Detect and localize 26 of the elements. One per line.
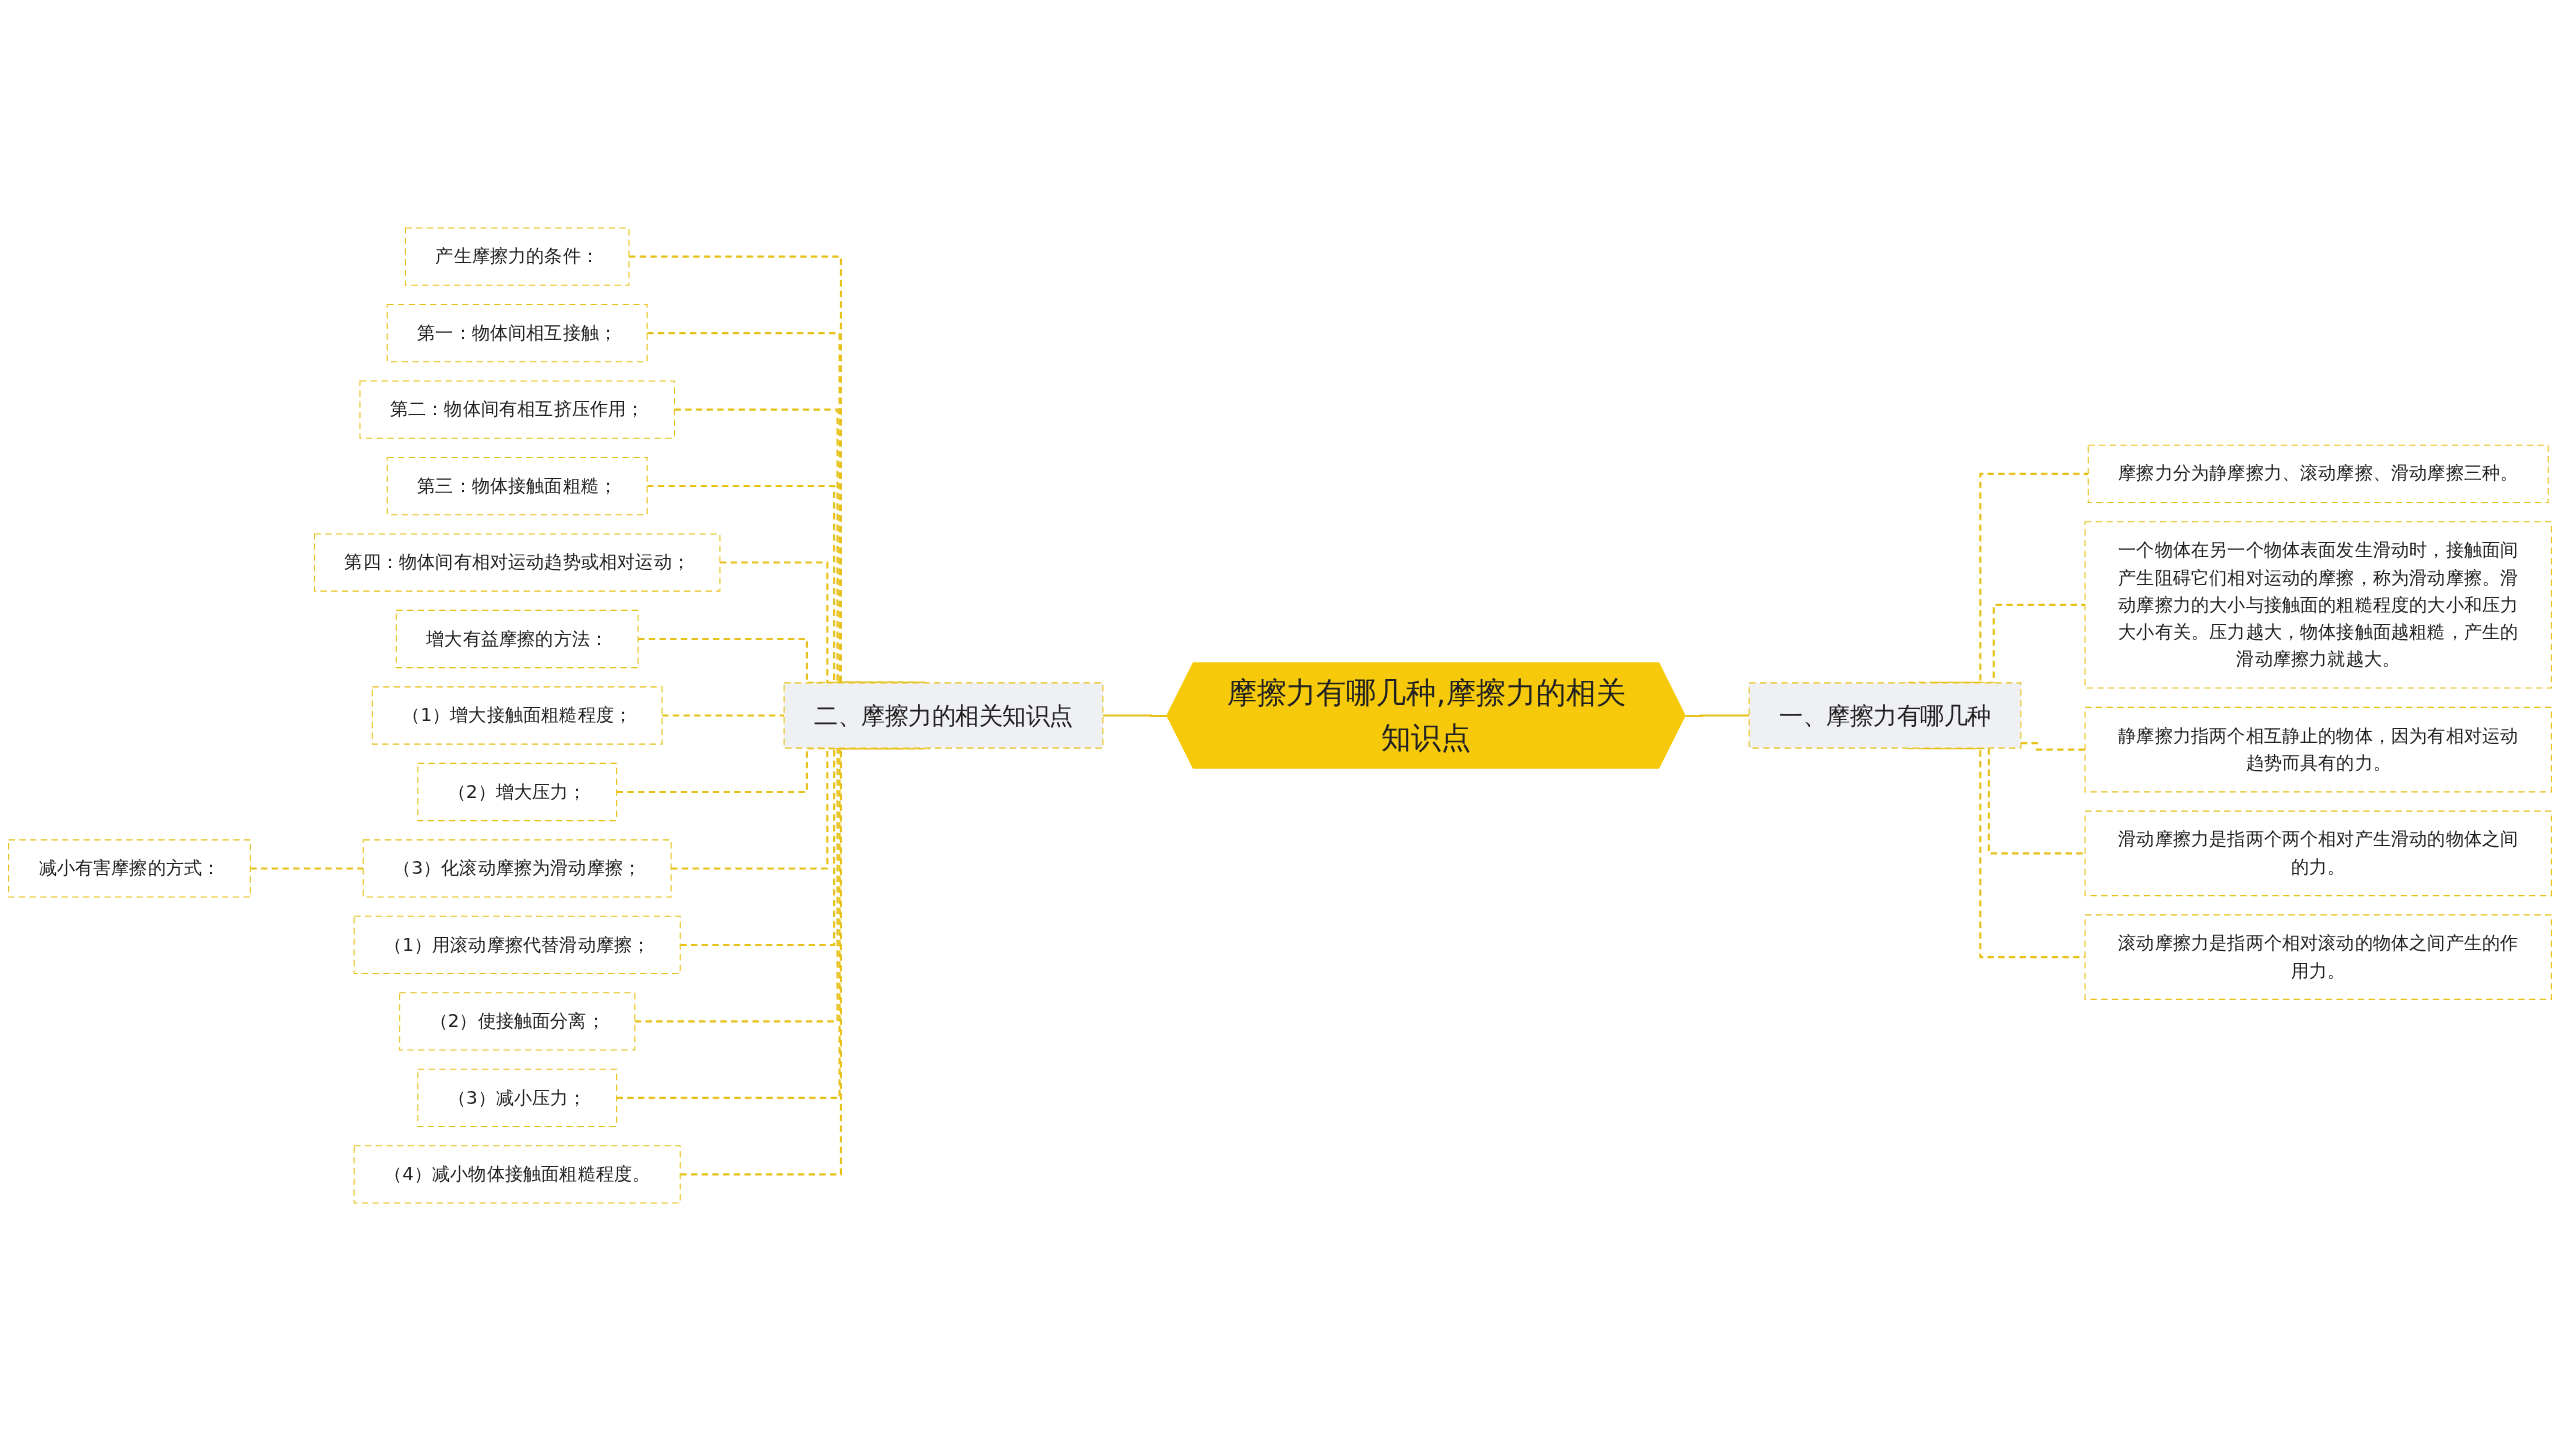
connector: [1685, 714, 1750, 718]
connector: [2020, 742, 2086, 751]
node-box: 第一：物体间相互接触；: [386, 303, 648, 363]
node-box: 滚动摩擦力是指两个相对滚动的物体之间产生的作用力。: [2084, 914, 2552, 1000]
node-box: 静摩擦力指两个相互静止的物体，因为有相对运动趋势而具有的力。: [2084, 706, 2552, 793]
connector: [662, 714, 785, 717]
node-box: （2）使接触面分离；: [399, 992, 636, 1051]
node-box: 第四：物体间有相对运动趋势或相对运动；: [313, 533, 721, 592]
node-box: 一、摩擦力有哪几种: [1748, 682, 2022, 749]
node-box: 滑动摩擦力是指两个两个相对产生滑动的物体之间的力。: [2084, 810, 2552, 897]
node-box: 增大有益摩擦的方法：: [395, 609, 639, 669]
node-box: 二、摩擦力的相关知识点: [783, 682, 1104, 749]
node-box: （4）减小物体接触面粗糙程度。: [353, 1145, 681, 1204]
node-box: （2）增大压力；: [417, 762, 618, 822]
node-box: 减小有害摩擦的方式：: [8, 839, 251, 898]
node-box: 摩擦力分为静摩擦力、滚动摩擦、滑动摩擦三种。: [2087, 444, 2549, 504]
node-box: （1）用滚动摩擦代替滑动摩擦；: [353, 915, 681, 975]
node-box: （3）减小压力；: [417, 1068, 618, 1128]
node-box: 第三：物体接触面粗糙；: [386, 456, 648, 516]
node-box: 产生摩擦力的条件：: [404, 227, 630, 286]
node-box: 一个物体在另一个物体表面发生滑动时，接触面间产生阻碍它们相对运动的摩擦，称为滑动摩擦。滑动摩擦力的大小与接触面的粗糙程度的大小和压力大小有关。压力越大，物体接触面越粗糙，产生的滑动摩擦力就越大。: [2084, 521, 2552, 689]
node-box: （1）增大接触面粗糙程度；: [371, 686, 663, 745]
connector: [250, 867, 364, 870]
node-box: 第二：物体间有相互挤压作用；: [359, 380, 675, 439]
connector: [1102, 714, 1168, 718]
node-box: （3）化滚动摩擦为滑动摩擦；: [362, 839, 672, 898]
